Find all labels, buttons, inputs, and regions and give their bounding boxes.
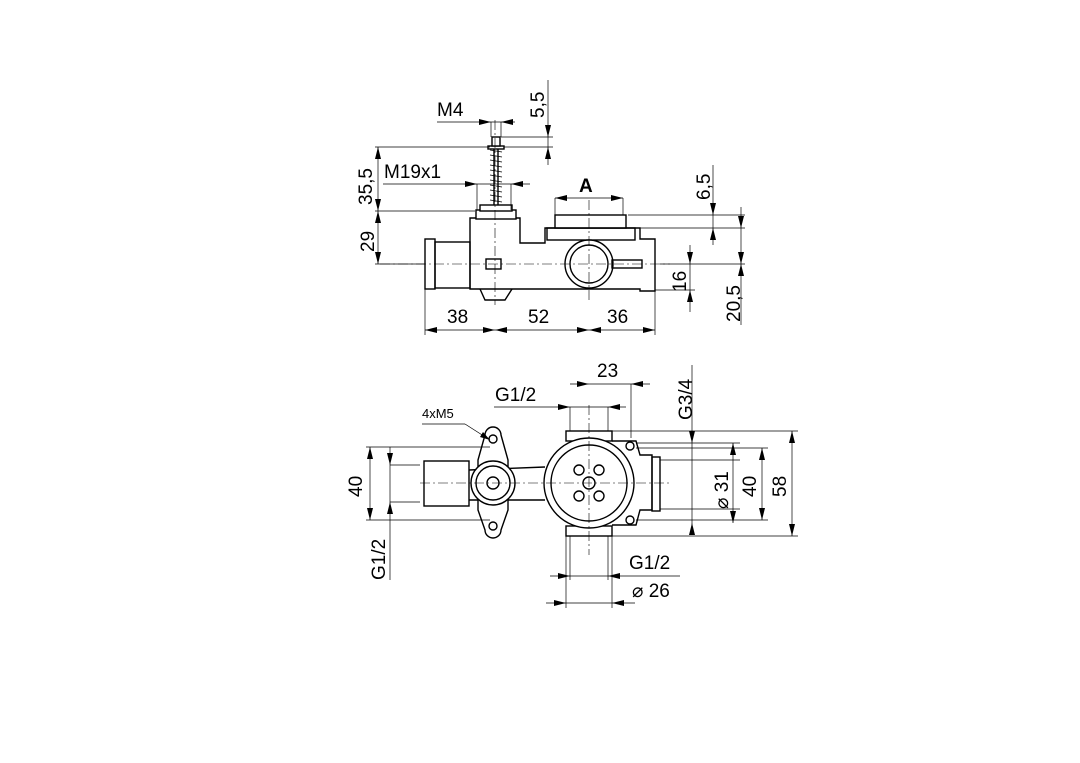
dim-g1-2-top: G1/2 (495, 385, 536, 406)
dim-20-5: 20,5 (724, 285, 745, 322)
dim-35-5: 35,5 (356, 168, 377, 205)
valve-body-side (380, 120, 670, 305)
valve-body-top (420, 405, 670, 555)
dim-36: 36 (607, 307, 628, 328)
dim-38: 38 (447, 307, 468, 328)
dim-23: 23 (597, 361, 618, 382)
dim-g1-2-left: G1/2 (369, 539, 390, 580)
dim-g3-4: G3/4 (676, 378, 697, 420)
dim-m4: M4 (437, 100, 464, 121)
top-view: 23 G1/2 G3/4 4xM5 40 (346, 361, 798, 608)
dim-29: 29 (358, 231, 379, 252)
dim-5-5: 5,5 (528, 92, 549, 118)
dim-4xm5: 4xM5 (422, 406, 454, 421)
dim-40-right: 40 (740, 476, 761, 497)
dim-6-5: 6,5 (694, 174, 715, 200)
side-dimensions: M4 5,5 35,5 29 M19x1 A (356, 80, 745, 335)
dim-m19x1: M19x1 (384, 162, 441, 183)
dim-52: 52 (528, 307, 549, 328)
dim-dia26: ⌀ 26 (632, 581, 670, 602)
side-view: M4 5,5 35,5 29 M19x1 A (356, 80, 745, 335)
dim-a: A (579, 176, 593, 197)
dim-dia31: ⌀ 31 (712, 471, 733, 509)
dim-40-left: 40 (346, 476, 367, 497)
top-dimensions: 23 G1/2 G3/4 4xM5 40 (346, 361, 798, 608)
dim-g1-2-bottom: G1/2 (629, 553, 670, 574)
dim-16: 16 (670, 271, 691, 292)
dim-58: 58 (770, 476, 791, 497)
